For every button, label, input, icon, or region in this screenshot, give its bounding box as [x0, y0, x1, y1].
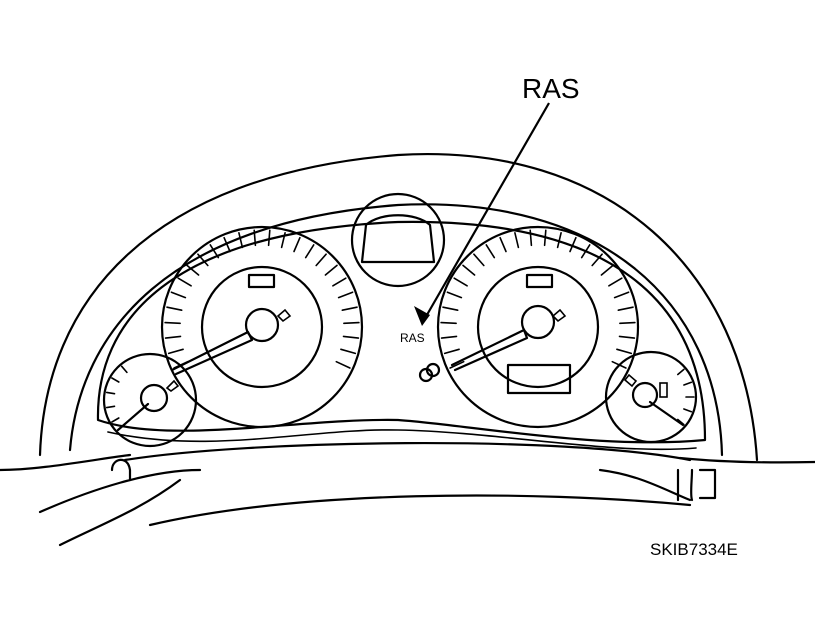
speedometer-tick: [223, 236, 231, 253]
callout-leader-line: [423, 102, 550, 321]
temperature-gauge-tick: [676, 368, 685, 376]
temperature-gauge: [604, 350, 698, 444]
tachometer-tick: [443, 348, 460, 355]
speedometer-tick: [238, 232, 244, 249]
tachometer-tick: [569, 236, 577, 253]
fuel-gauge-tick: [120, 365, 128, 374]
tachometer-tick: [580, 244, 591, 259]
center-top-display-ring: [350, 192, 446, 288]
tachometer-tick: [556, 232, 562, 249]
center-top-display-window: [360, 214, 436, 264]
callout-label: RAS: [522, 73, 580, 104]
speedometer-tick: [209, 244, 220, 259]
tachometer-tick: [442, 306, 459, 312]
steering-column-left: [38, 468, 202, 514]
temperature-gauge-tick: [676, 418, 685, 426]
ras-indicator-lamp: [418, 362, 441, 383]
tachometer-tick: [619, 321, 636, 325]
figure-id: SKIB7334E: [650, 540, 738, 559]
speedometer: [160, 225, 364, 429]
speedometer-tick: [293, 236, 301, 253]
cluster-face-inner-line: [107, 429, 697, 451]
tachometer-tick: [453, 277, 468, 287]
speedometer-tick: [186, 264, 200, 276]
fuel-gauge: [102, 352, 198, 448]
speedometer-tick: [166, 306, 183, 312]
speedometer-tick: [177, 277, 192, 287]
tachometer-tick: [473, 253, 485, 267]
speedometer-tick: [341, 306, 358, 312]
tachometer-tick: [462, 264, 476, 276]
tachometer-tick: [591, 253, 603, 267]
tachometer: [436, 225, 640, 429]
steering-column-left-2: [58, 478, 182, 547]
cluster-face-outline: [96, 220, 707, 444]
speedometer-tick: [315, 253, 327, 267]
speedometer-tick: [164, 335, 182, 339]
fuel-gauge-tick: [105, 391, 116, 395]
speedometer-tick: [343, 321, 360, 325]
cluster-hood-inner: [68, 203, 724, 457]
tachometer-tick: [543, 229, 547, 247]
steering-column-shroud: [148, 494, 692, 527]
speedometer-tick: [280, 232, 286, 249]
tachometer-tick: [440, 321, 457, 325]
speedometer-tick: [197, 253, 209, 267]
tachometer-tick: [613, 291, 630, 299]
speedometer-tick: [164, 321, 181, 325]
steering-column-right: [598, 468, 692, 502]
tachometer-tick: [440, 335, 458, 339]
tachometer-tick: [608, 277, 623, 287]
speedometer-tick: [337, 291, 354, 299]
tachometer-tick: [618, 335, 636, 339]
tachometer-tick: [449, 360, 465, 369]
panel-ras-label: RAS: [400, 331, 425, 345]
callout-arrowhead: [414, 306, 430, 326]
fuel-gauge-tick: [105, 405, 116, 409]
cluster-hood-outer: [38, 153, 759, 462]
fuel-gauge-tick: [111, 417, 120, 423]
right-post: [676, 468, 694, 502]
left-post: [110, 458, 132, 482]
tachometer-tick: [514, 232, 520, 249]
tachometer-tick: [617, 306, 634, 312]
tachometer-tick: [485, 244, 496, 259]
speedometer-tick: [253, 229, 257, 247]
speedometer-tick: [342, 335, 360, 339]
speedometer-tick: [304, 244, 315, 259]
lower-trim-left: [0, 453, 132, 472]
speedometer-tick: [332, 277, 347, 287]
tachometer-tick: [616, 348, 633, 355]
tachometer-tick: [446, 291, 463, 299]
tachometer-tick: [600, 264, 614, 276]
speedometer-tick: [170, 291, 187, 299]
lower-trim-right: [678, 456, 815, 464]
temperature-gauge-tick: [683, 408, 693, 413]
steering-column-top: [123, 441, 692, 462]
temperature-gauge-tick: [683, 381, 693, 386]
speedometer-tick: [167, 348, 184, 355]
speedometer-tick: [173, 360, 189, 369]
speedometer-tick: [335, 360, 351, 369]
speedometer-tick: [267, 229, 271, 247]
right-knob: [698, 468, 717, 500]
tachometer-tick: [499, 236, 507, 253]
tachometer-tick: [529, 229, 533, 247]
fuel-gauge-tick: [111, 377, 120, 383]
speedometer-tick: [340, 348, 357, 355]
speedometer-tick: [324, 264, 338, 276]
